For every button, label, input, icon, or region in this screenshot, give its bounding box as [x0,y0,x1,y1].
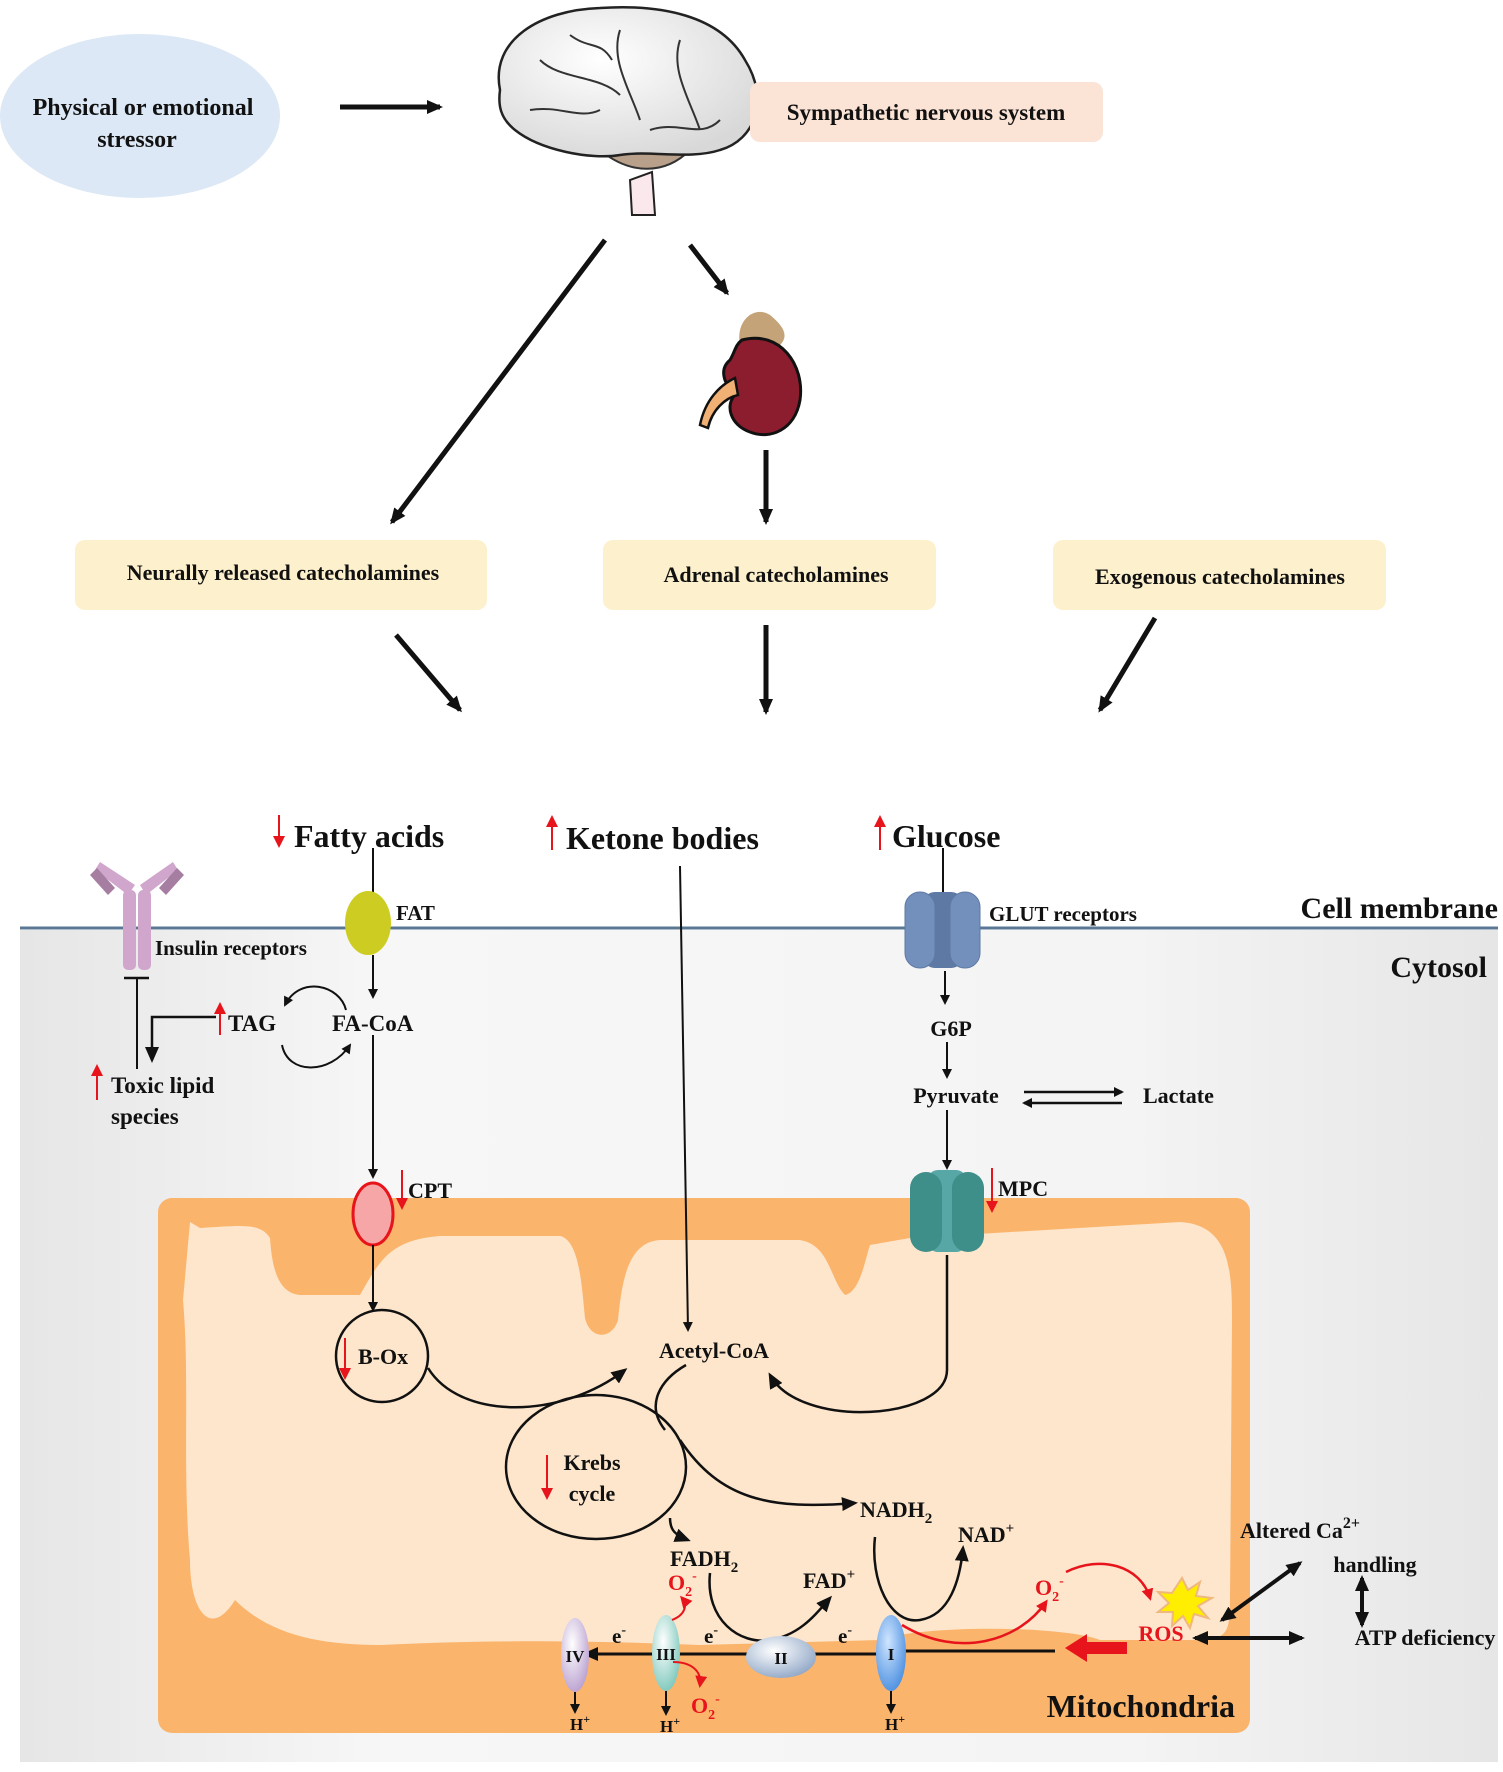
ketone-to-acetylcoa-arrow [679,865,693,1332]
complex-ii: II [746,1636,816,1678]
complex-iii-label: III [656,1645,676,1664]
insulin-receptors-label: Insulin receptors [155,936,307,960]
krebs-label-line2: cycle [569,1481,616,1506]
lactate-label: Lactate [1143,1083,1214,1108]
neural-catecholamines-node: Neurally released catecholamines [75,540,487,610]
complex-i-label: I [888,1645,895,1664]
superoxide-to-ros-arrow [1065,1562,1154,1601]
adrenal-catecholamines-node: Adrenal catecholamines [603,540,936,610]
superoxide-label-complex-i: O2- [1035,1574,1064,1605]
fad-label: FAD+ [803,1567,855,1593]
superoxide-label-lower: O2- [691,1692,720,1723]
exogenous-catecholamines-node: Exogenous catecholamines [1053,540,1386,610]
complex-i-superoxide-arrow [901,1599,1048,1645]
tag-to-facoa-arrow [281,1043,352,1069]
fat-transporter-icon [345,891,391,955]
complex-iii-superoxide-up-arrow [671,1595,693,1621]
brain-icon [497,6,759,216]
complex-i-icon [876,1615,906,1691]
fatty-acids-header: Fatty acids [273,815,444,854]
pyruvate-to-acetylcoa-arrow [768,1255,949,1414]
superoxide-label-upper: O2- [668,1569,697,1600]
ketone-bodies-header: Ketone bodies [546,815,759,856]
krebs-cycle-node [504,1393,688,1541]
complex-iii-superoxide-down-arrow [672,1661,708,1688]
glut-label: GLUT receptors [989,902,1137,926]
complex-ii-icon [746,1636,816,1678]
complex-iv-icon [561,1618,589,1692]
beta-oxidation-node [334,1308,430,1404]
mpc-label: MPC [998,1176,1048,1201]
krebs-to-fadh2-arrow [668,1517,691,1542]
kidney-adrenal-icon [698,311,803,437]
krebs-label-line1: Krebs [563,1450,620,1475]
complex-iv: IV [561,1618,589,1692]
complex-iii-icon [652,1615,680,1691]
exogenous-catecholamines-label: Exogenous catecholamines [1095,564,1345,589]
stressor-label-line1: Physical or emotional [33,95,254,121]
toxic-lipid-label-line2: species [111,1104,179,1129]
ros-label: ROS [1138,1621,1183,1646]
mitochondrion-matrix [183,1222,1232,1645]
calcium-label-line2: handling [1333,1552,1416,1577]
fa-coa-label: FA-CoA [332,1011,414,1036]
krebs-to-nadh2-arrow [678,1439,858,1512]
acetylcoa-to-krebs-line [654,1363,687,1431]
box-to-acetylcoa-arrow [426,1367,628,1409]
cytosol-label: Cytosol [1390,951,1487,984]
fatty-acids-label: Fatty acids [294,818,444,854]
glucose-label: Glucose [892,818,1000,854]
insulin-receptor-icon [90,862,184,970]
exogenous-to-cell-arrow [1097,616,1158,713]
mitochondria-label: Mitochondria [1047,1688,1235,1724]
mpc-transporter-icon [910,1170,984,1252]
atp-deficiency-label: ATP deficiency [1355,1625,1496,1650]
glut-transporter-icon [904,891,981,969]
neural-catecholamines-label: Neurally released catecholamines [127,560,440,585]
tag-to-toxic-lipid-arrow [145,1015,216,1063]
ros-calcium-bidirectional-arrow [1219,1561,1303,1622]
cpt-transporter-icon [351,1181,395,1247]
complex-i: I [876,1615,906,1691]
sns-node: Sympathetic nervous system [750,82,1103,142]
facoa-to-tag-arrow [284,985,347,1011]
ros-to-etc-arrow [1065,1634,1127,1662]
adrenal-catecholamines-label: Adrenal catecholamines [663,562,889,587]
ros-burst-icon [1155,1576,1216,1631]
electron-label-iii-ii: e- [704,1623,718,1648]
acetyl-coa-label: Acetyl-CoA [659,1338,769,1363]
brain-to-adrenal-arrow [688,243,729,296]
nad-label: NAD+ [958,1521,1014,1547]
glucose-header: Glucose [874,815,1000,854]
complex-iv-label: IV [566,1647,586,1666]
ketone-bodies-label: Ketone bodies [566,820,759,856]
complex-iii: III [652,1615,680,1691]
toxic-lipid-label-line1: Toxic lipid [111,1073,215,1098]
electron-label-ii-i: e- [838,1623,852,1648]
fat-label: FAT [396,901,435,925]
proton-label-iv: H+ [570,1712,590,1734]
proton-label-i: H+ [885,1712,905,1734]
neural-to-cell-arrow [394,633,462,713]
sns-label: Sympathetic nervous system [787,100,1066,125]
g6p-label: G6P [930,1016,972,1041]
brain-to-neural-arrow [390,238,607,525]
complex-ii-label: II [774,1649,788,1668]
cpt-label: CPT [408,1178,452,1203]
electron-label-iv-iii: e- [612,1623,626,1648]
tag-label: TAG [228,1011,276,1036]
nadh2-to-nad-arrow [873,1536,969,1622]
nadh2-label: NADH2 [860,1497,932,1527]
stressor-node: Physical or emotional stressor [0,34,280,198]
cell-membrane-label: Cell membrane [1301,892,1498,925]
pyruvate-label: Pyruvate [913,1083,999,1108]
box-label: B-Ox [358,1344,408,1369]
calcium-label-line1: Altered Ca2+ [1240,1515,1360,1543]
fadh2-label: FADH2 [670,1546,738,1576]
proton-label-iii: H+ [660,1714,680,1736]
stressor-label-line2: stressor [97,127,177,153]
